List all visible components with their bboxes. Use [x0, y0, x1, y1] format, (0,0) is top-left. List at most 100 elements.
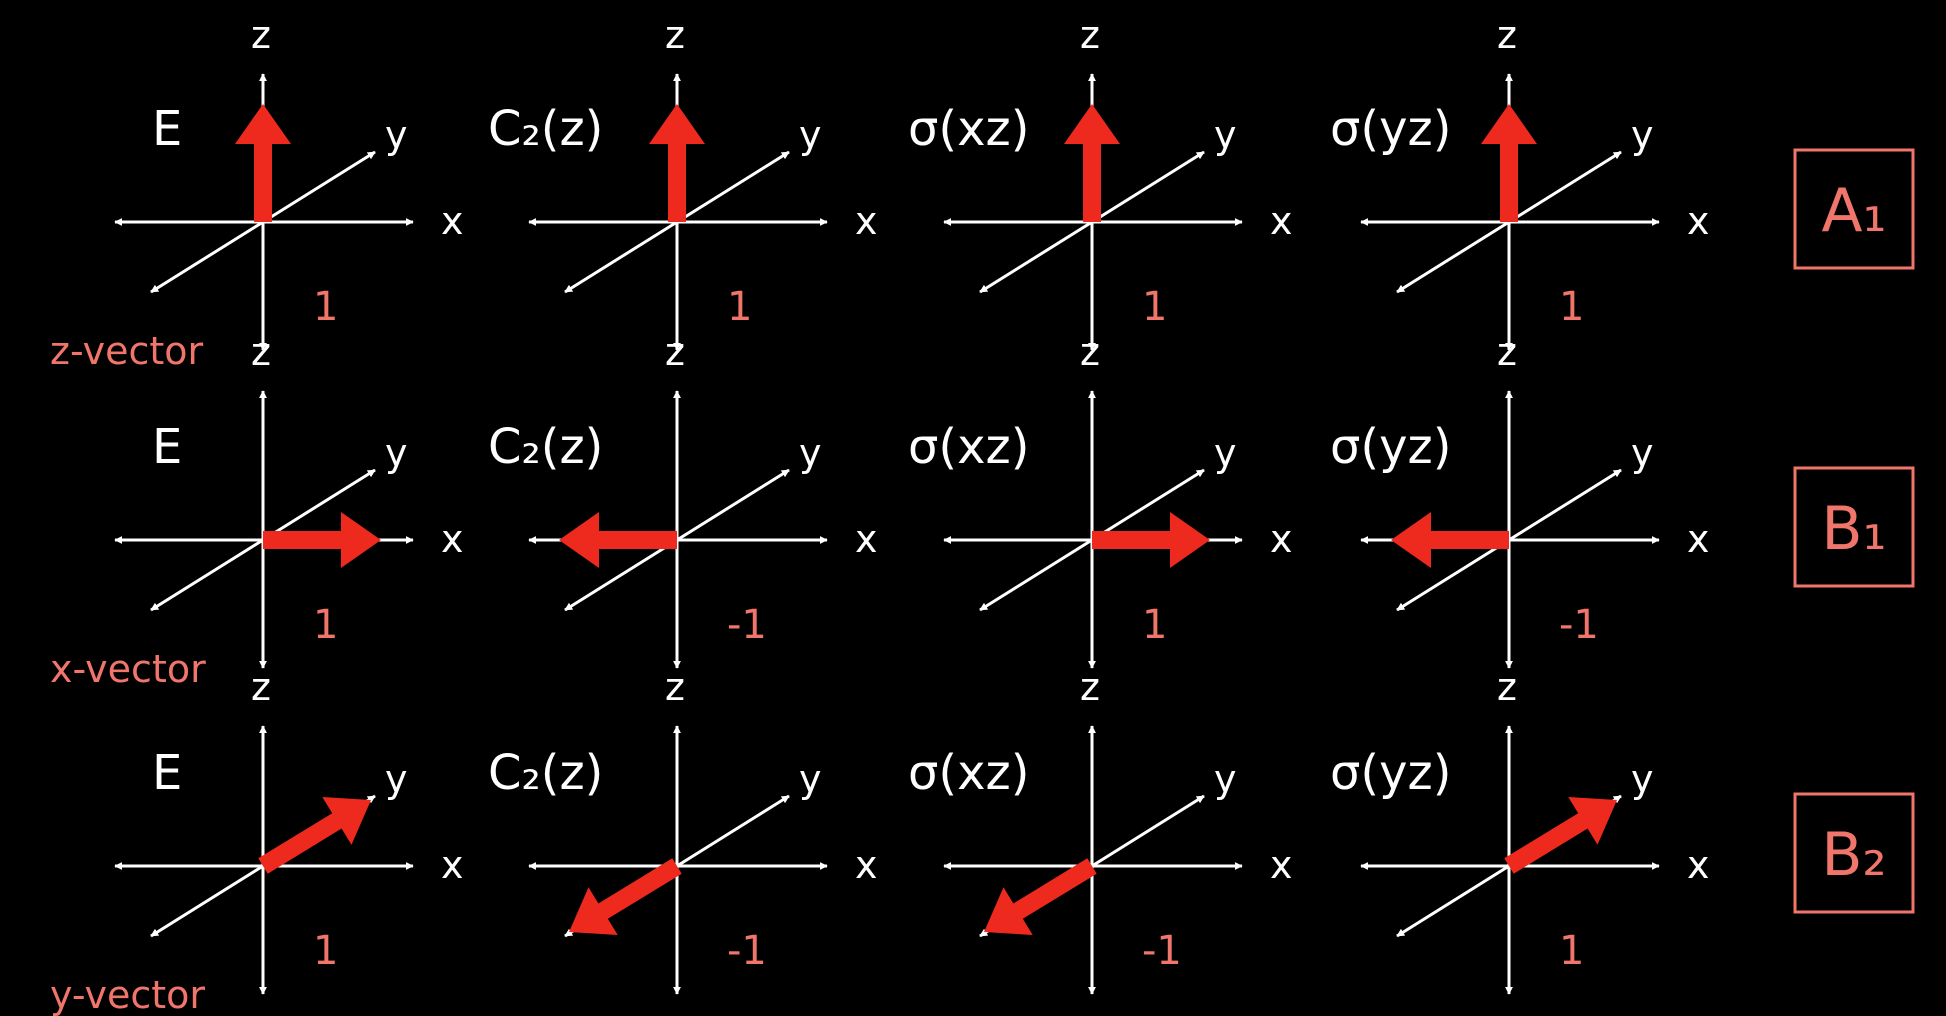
- character-value: 1: [727, 284, 752, 330]
- vector-arrow: [258, 797, 371, 874]
- x-axis-label: x: [855, 199, 878, 243]
- vector-arrow: [569, 858, 682, 935]
- irrep-label: A₁: [1821, 176, 1886, 246]
- vector-arrow: [263, 512, 381, 568]
- z-axis-label: z: [665, 665, 685, 709]
- y-axis-label: y: [1631, 757, 1654, 801]
- panel-z-2: z xy σ(xz) 1: [908, 13, 1293, 351]
- y-axis-label: y: [385, 113, 408, 157]
- y-axis-label: y: [799, 113, 822, 157]
- irrep-label: B₂: [1821, 820, 1886, 890]
- vector-arrow-shape: [1391, 512, 1509, 568]
- character-value: 1: [1142, 602, 1167, 648]
- panel-z-1: z xy C₂(z) 1: [488, 13, 878, 351]
- operation-label: σ(yz): [1330, 745, 1451, 801]
- y-axis-label: y: [385, 757, 408, 801]
- vector-arrow-shape: [649, 104, 705, 222]
- vector-arrow-shape: [1481, 104, 1537, 222]
- x-axis-label: x: [1270, 517, 1293, 561]
- character-value: -1: [727, 602, 767, 648]
- panel-y-3: z xy σ(yz) 1: [1330, 665, 1710, 995]
- irrep-box: [1793, 466, 1915, 588]
- vector-arrow-shape: [569, 858, 682, 935]
- z-axis-label: z: [665, 13, 685, 57]
- vector-arrow-shape: [1064, 104, 1120, 222]
- vector-arrow-shape: [263, 512, 381, 568]
- operation-label: E: [152, 101, 182, 157]
- z-axis-label: z: [251, 665, 271, 709]
- vector-arrow: [1504, 797, 1617, 874]
- panel-y-0: z xy E 1: [114, 665, 464, 995]
- z-axis-label: z: [1080, 13, 1100, 57]
- x-axis-label: x: [1687, 199, 1710, 243]
- x-axis-label: x: [1687, 843, 1710, 887]
- y-axis-positive: [1508, 150, 1622, 224]
- z-vector-row: zxyE1zxyC₂(z)1zxyσ(xz)1zxyσ(yz)1z-vector…: [50, 13, 1915, 373]
- operation-label: σ(xz): [908, 745, 1029, 801]
- z-axis-label: z: [251, 330, 271, 374]
- irrep-label: B₁: [1821, 494, 1886, 564]
- x-axis-label: x: [1270, 843, 1293, 887]
- z-axis-label: z: [1497, 13, 1517, 57]
- x-axis-label: x: [1687, 517, 1710, 561]
- vector-arrow: [1391, 512, 1509, 568]
- x-axis-label: x: [441, 843, 464, 887]
- y-axis-label: y: [1214, 113, 1237, 157]
- y-axis-positive: [1091, 468, 1205, 542]
- vector-arrow-shape: [984, 858, 1097, 935]
- vector-arrow-shape: [1092, 512, 1210, 568]
- character-value: -1: [1559, 602, 1599, 648]
- vector-label: z-vector: [50, 329, 204, 373]
- operation-label: σ(yz): [1330, 101, 1451, 157]
- vector-arrow: [235, 104, 291, 222]
- operation-label: σ(xz): [908, 101, 1029, 157]
- vector-label: x-vector: [50, 647, 206, 691]
- character-value: -1: [1142, 928, 1182, 974]
- character-value: 1: [313, 284, 338, 330]
- x-vector-row: zxyE1zxyC₂(z)-1zxyσ(xz)1zxyσ(yz)-1x-vect…: [50, 330, 1915, 691]
- operation-label: C₂(z): [488, 419, 603, 475]
- y-axis-label: y: [799, 757, 822, 801]
- operation-label: E: [152, 745, 182, 801]
- irrep-box: [1793, 148, 1915, 270]
- z-axis-label: z: [1080, 665, 1100, 709]
- vector-arrow-shape: [235, 104, 291, 222]
- y-axis-label: y: [799, 431, 822, 475]
- y-axis-positive: [676, 794, 790, 868]
- z-axis-label: z: [1497, 330, 1517, 374]
- y-axis-negative: [150, 864, 264, 938]
- y-axis-negative: [150, 538, 264, 612]
- character-value: 1: [1142, 284, 1167, 330]
- y-axis-positive: [1508, 468, 1622, 542]
- character-value: 1: [313, 928, 338, 974]
- character-value: 1: [1559, 284, 1584, 330]
- y-axis-positive: [1091, 794, 1205, 868]
- x-axis-label: x: [1270, 199, 1293, 243]
- z-axis-label: z: [1080, 330, 1100, 374]
- y-axis-label: y: [1631, 113, 1654, 157]
- operation-label: σ(xz): [908, 419, 1029, 475]
- y-axis-negative: [1396, 864, 1510, 938]
- character-value: 1: [1559, 928, 1584, 974]
- vector-arrow-shape: [258, 797, 371, 874]
- y-axis-positive: [262, 150, 376, 224]
- vector-arrow: [1481, 104, 1537, 222]
- y-axis-negative: [1396, 220, 1510, 294]
- vector-arrow-shape: [1504, 797, 1617, 874]
- y-axis-label: y: [385, 431, 408, 475]
- x-axis-label: x: [441, 199, 464, 243]
- operation-label: C₂(z): [488, 745, 603, 801]
- operation-label: C₂(z): [488, 101, 603, 157]
- z-axis-label: z: [1497, 665, 1517, 709]
- y-axis-negative: [979, 538, 1093, 612]
- z-axis-label: z: [665, 330, 685, 374]
- x-axis-label: x: [441, 517, 464, 561]
- y-axis-negative: [564, 220, 678, 294]
